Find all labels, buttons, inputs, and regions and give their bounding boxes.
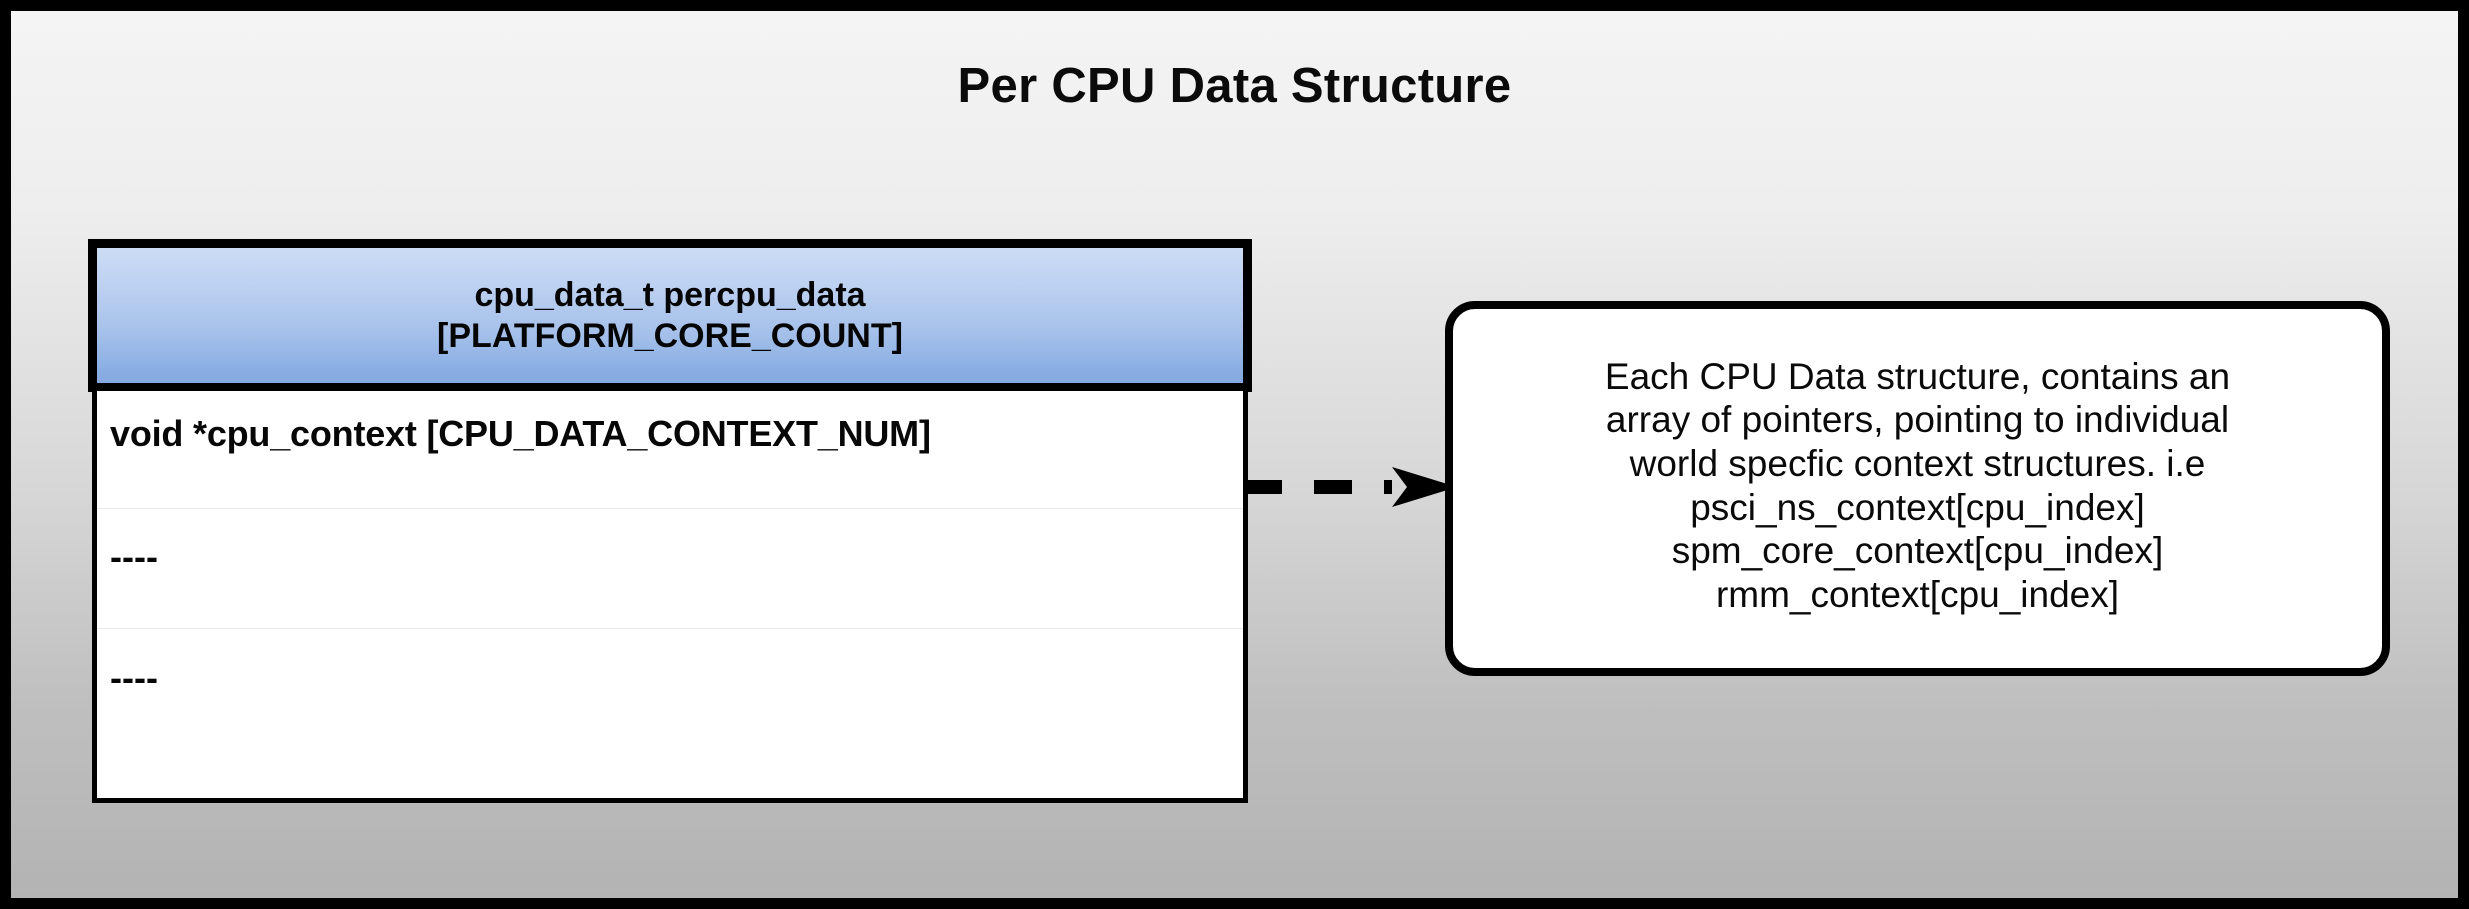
dashed-arrow-connector — [1244, 467, 1457, 507]
page-title: Per CPU Data Structure — [957, 59, 1512, 113]
callout-line-3: world specfic context structures. i.e — [1629, 442, 2206, 484]
callout-line-4: psci_ns_context[cpu_index] — [1690, 486, 2145, 528]
struct-header-line-2: [PLATFORM_CORE_COUNT] — [437, 316, 903, 355]
per-cpu-data-struct-table: cpu_data_t percpu_data [PLATFORM_CORE_CO… — [88, 239, 1252, 803]
callout-box: Each CPU Data structure, contains an arr… — [1445, 301, 2390, 676]
struct-field-placeholder-2: ---- — [110, 657, 158, 698]
struct-field-cpu-context: void *cpu_context [CPU_DATA_CONTEXT_NUM] — [110, 413, 931, 454]
struct-table-body: void *cpu_context [CPU_DATA_CONTEXT_NUM]… — [92, 391, 1248, 803]
table-row: void *cpu_context [CPU_DATA_CONTEXT_NUM] — [97, 391, 1243, 509]
callout-line-5: spm_core_context[cpu_index] — [1671, 530, 2164, 572]
callout-line-6: rmm_context[cpu_index] — [1715, 573, 2120, 615]
callout-line-2: array of pointers, pointing to individua… — [1605, 399, 2230, 441]
table-row: ---- — [97, 629, 1243, 793]
struct-field-placeholder-1: ---- — [110, 536, 158, 577]
diagram-canvas: Per CPU Data Structure cpu_data_t percpu… — [11, 11, 2458, 898]
callout-line-1: Each CPU Data structure, contains an — [1604, 355, 2231, 397]
struct-table-header: cpu_data_t percpu_data [PLATFORM_CORE_CO… — [88, 239, 1252, 392]
table-row: ---- — [97, 509, 1243, 629]
struct-header-line-1: cpu_data_t percpu_data — [474, 276, 866, 315]
